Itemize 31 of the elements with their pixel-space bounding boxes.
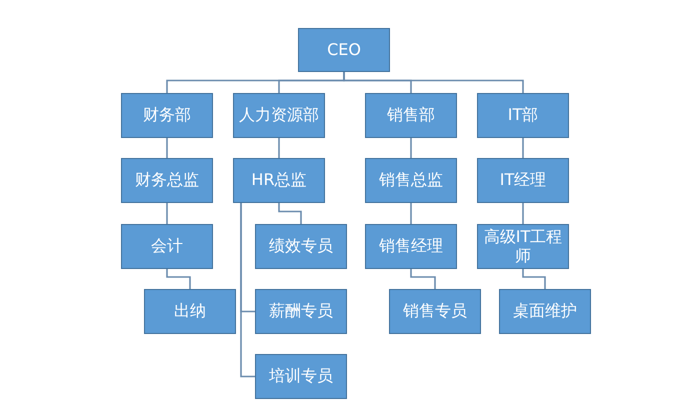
connector-line	[410, 203, 412, 224]
connector-line	[410, 138, 412, 158]
org-box: 桌面维护	[499, 289, 591, 334]
org-box: 绩效专员	[255, 224, 347, 269]
org-box: IT经理	[477, 158, 569, 203]
org-box: 培训专员	[255, 354, 347, 399]
connector-line	[166, 138, 168, 158]
org-box: 销售部	[365, 93, 457, 138]
connector-line	[343, 72, 524, 93]
connector-line	[410, 269, 436, 289]
org-box: 薪酬专员	[255, 289, 347, 334]
connector-line	[522, 269, 546, 289]
org-box: IT部	[477, 93, 569, 138]
org-box: 会计	[121, 224, 213, 269]
org-box: 销售经理	[365, 224, 457, 269]
connector-line	[166, 269, 191, 289]
org-box: CEO	[298, 28, 390, 72]
connector-line	[522, 203, 524, 224]
org-box: 财务总监	[121, 158, 213, 203]
org-box: 高级IT工程师	[477, 224, 569, 269]
connector-line	[278, 203, 302, 224]
org-box: 人力资源部	[233, 93, 325, 138]
org-box: 出纳	[144, 289, 236, 334]
connector-line	[240, 203, 255, 378]
org-box: HR总监	[233, 158, 325, 203]
org-box: 财务部	[121, 93, 213, 138]
connector-line	[522, 138, 524, 158]
org-box: 销售总监	[365, 158, 457, 203]
connector-line	[278, 138, 280, 158]
org-box: 销售专员	[389, 289, 481, 334]
connector-line	[166, 203, 168, 224]
